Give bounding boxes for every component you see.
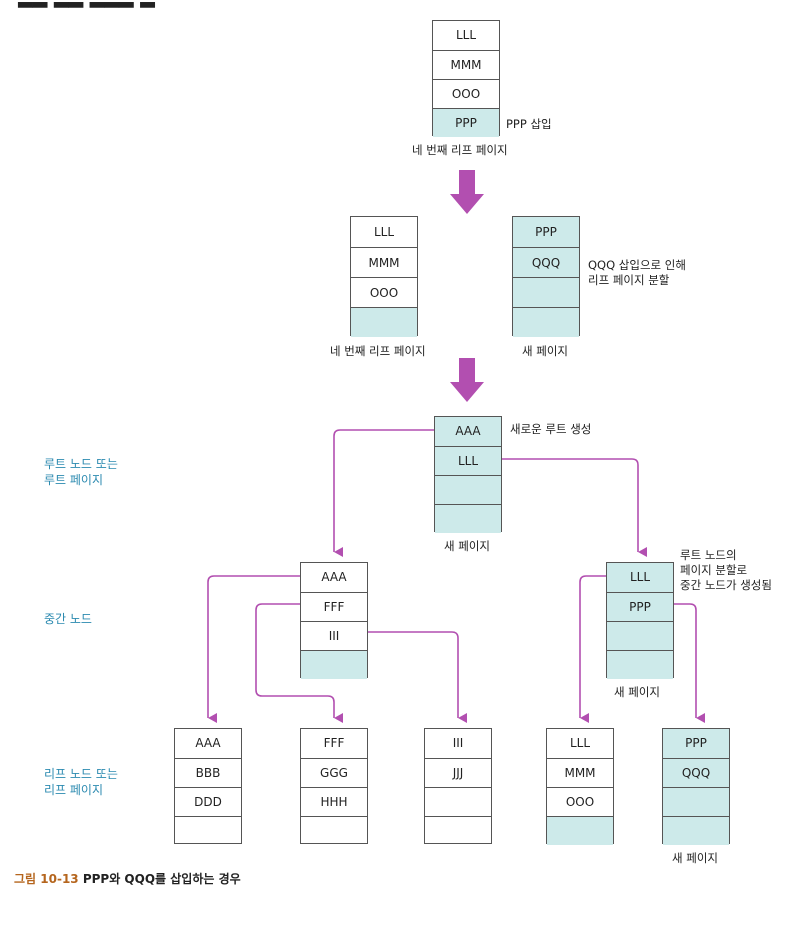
- page-cell: LLL: [569, 736, 591, 750]
- page-cell: PPP: [433, 108, 499, 137]
- page-cell: MMM: [433, 50, 499, 79]
- page-cell: LLL: [607, 563, 673, 592]
- page-cell: III: [301, 621, 367, 650]
- stage1-page-label: 네 번째 리프 페이지: [412, 143, 508, 157]
- figure-number: 그림 10-13: [14, 872, 79, 886]
- page-cell: [301, 650, 367, 679]
- page-cell: AAA: [435, 417, 501, 446]
- page-cell: [663, 787, 729, 816]
- root-page: AAA LLL: [434, 416, 502, 533]
- page-cell: [425, 816, 491, 845]
- leaf-page-2: FFF GGG HHH: [300, 728, 368, 844]
- stage2-left-page: LLL MMM OOO: [350, 216, 418, 337]
- middle-right-page: LLL PPP: [606, 562, 674, 679]
- figure-caption: 그림 10-13 PPP와 QQQ를 삽입하는 경우: [14, 870, 241, 887]
- stage2-split-note: QQQ 삽입으로 인해 리프 페이지 분할: [588, 258, 686, 287]
- stage2-left-label: 네 번째 리프 페이지: [330, 344, 426, 358]
- page-cell: FFF: [301, 592, 367, 621]
- page-cell: QQQ: [513, 247, 579, 277]
- page-cell: OOO: [433, 79, 499, 108]
- page-cell: [513, 277, 579, 307]
- root-note: 새로운 루트 생성: [510, 422, 592, 436]
- page-cell: OOO: [351, 277, 417, 307]
- page-cell: [301, 816, 367, 845]
- side-label-middle: 중간 노드: [44, 612, 92, 626]
- page-cell: LLL: [455, 28, 477, 42]
- stage1-insert-note: PPP 삽입: [506, 117, 552, 131]
- leaf-page-4: LLL MMM OOO: [546, 728, 614, 845]
- page-cell: AAA: [195, 736, 221, 750]
- page-cell: QQQ: [663, 758, 729, 787]
- page-cell: LLL: [435, 446, 501, 475]
- page-cell: [663, 816, 729, 845]
- page-cell: PPP: [607, 592, 673, 621]
- leaf-page-5-label: 새 페이지: [672, 851, 718, 865]
- leaf-page-5: PPP QQQ: [662, 728, 730, 845]
- page-cell: DDD: [175, 787, 241, 816]
- page-cell: [547, 816, 613, 845]
- page-cell: FFF: [323, 736, 345, 750]
- stage2-right-page: PPP QQQ: [512, 216, 580, 337]
- page-cell: PPP: [513, 217, 579, 247]
- page-cell: [435, 504, 501, 533]
- cropped-heading: ▂▂ ▂▂ ▂▂▂ ▂: [18, 0, 155, 8]
- page-cell: MMM: [547, 758, 613, 787]
- page-cell: [607, 621, 673, 650]
- side-label-leaf: 리프 노드 또는 리프 페이지: [44, 767, 118, 797]
- page-cell: BBB: [175, 758, 241, 787]
- root-page-label: 새 페이지: [444, 539, 490, 553]
- figure-title: PPP와 QQQ를 삽입하는 경우: [82, 872, 241, 886]
- middle-note: 루트 노드의 페이지 분할로 중간 노드가 생성됨: [680, 548, 772, 592]
- page-cell: [175, 816, 241, 845]
- down-arrow-icon: [450, 170, 484, 214]
- page-cell: HHH: [301, 787, 367, 816]
- stage2-right-label: 새 페이지: [522, 344, 568, 358]
- page-cell: [351, 307, 417, 337]
- side-label-root: 루트 노드 또는 루트 페이지: [44, 457, 118, 487]
- page-cell: LLL: [373, 225, 395, 239]
- page-cell: PPP: [663, 729, 729, 758]
- middle-right-label: 새 페이지: [614, 685, 660, 699]
- page-cell: OOO: [547, 787, 613, 816]
- page-cell: MMM: [351, 247, 417, 277]
- page-cell: [425, 787, 491, 816]
- leaf-page-3: III JJJ: [424, 728, 492, 844]
- page-cell: JJJ: [425, 758, 491, 787]
- middle-left-page: AAA FFF III: [300, 562, 368, 679]
- page-cell: III: [452, 736, 464, 750]
- stage1-leaf-page: LLL MMM OOO PPP: [432, 20, 500, 137]
- down-arrow-icon: [450, 358, 484, 402]
- page-cell: [607, 650, 673, 679]
- page-cell: [513, 307, 579, 337]
- page-cell: [435, 475, 501, 504]
- leaf-page-1: AAA BBB DDD: [174, 728, 242, 844]
- page-cell: GGG: [301, 758, 367, 787]
- page-cell: AAA: [321, 570, 347, 584]
